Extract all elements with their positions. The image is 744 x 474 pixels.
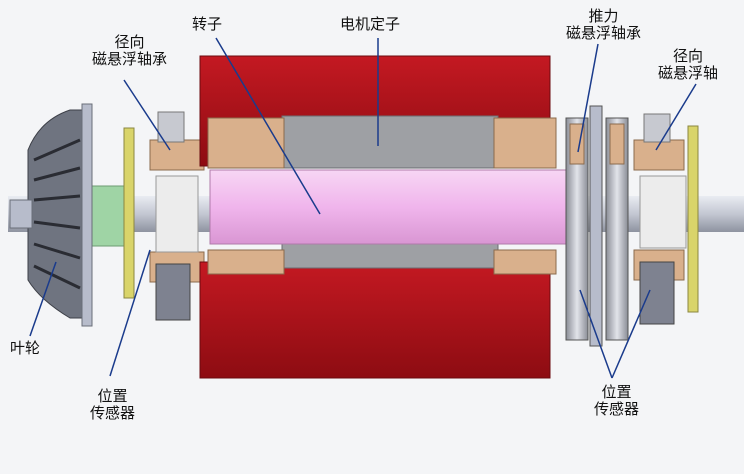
label-line-1: 叶轮 — [10, 339, 41, 357]
label-impeller: 叶轮 — [10, 340, 40, 357]
impeller — [9, 103, 93, 327]
label-line-2: 磁悬浮轴 — [658, 64, 719, 82]
label-line-1: 转子 — [192, 15, 223, 33]
label-line-1: 位置 — [601, 383, 632, 401]
label-radial-bearing-left: 径向 磁悬浮轴承 — [92, 34, 167, 68]
stator — [199, 55, 557, 379]
label-line-2: 传感器 — [90, 404, 136, 422]
label-line-2: 磁悬浮轴承 — [92, 50, 168, 68]
label-line-1: 推力 — [588, 7, 619, 25]
radial-bearing-left — [123, 111, 205, 321]
label-line-1: 位置 — [97, 387, 128, 405]
label-radial-bearing-right: 径向 磁悬浮轴 — [658, 48, 718, 82]
label-line-1: 径向 — [673, 47, 704, 65]
label-position-sensor-left: 位置 传感器 — [90, 388, 135, 422]
label-line-1: 电机定子 — [340, 15, 401, 33]
radial-bearing-right — [633, 113, 699, 325]
label-position-sensor-right: 位置 传感器 — [594, 384, 639, 418]
rotor — [209, 169, 567, 245]
label-thrust-bearing: 推力 磁悬浮轴承 — [566, 8, 641, 42]
thrust-bearing — [565, 105, 629, 347]
label-line-2: 磁悬浮轴承 — [566, 24, 642, 42]
leader-lines — [29, 37, 697, 379]
label-line-2: 传感器 — [594, 400, 640, 418]
label-stator: 电机定子 — [340, 16, 400, 33]
label-line-1: 径向 — [114, 33, 145, 51]
label-rotor: 转子 — [192, 16, 222, 33]
